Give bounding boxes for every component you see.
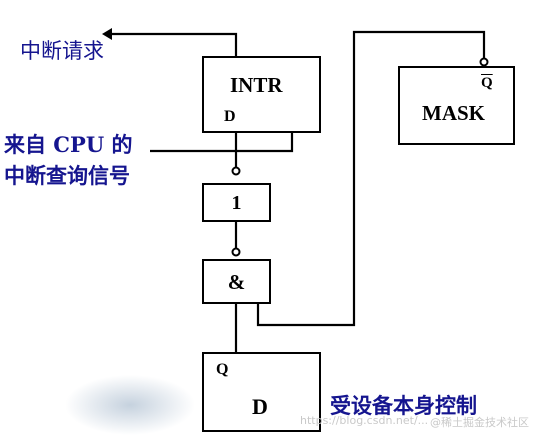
mask-label: MASK	[422, 101, 485, 125]
mask-q-port: Q	[481, 75, 493, 91]
bubble-mask-out	[479, 57, 489, 67]
intr-block: INTR D	[202, 56, 321, 133]
dff-label: D	[252, 394, 268, 419]
label-device-control: 受设备本身控制	[330, 393, 477, 418]
corner-decoration	[65, 375, 195, 435]
intr-label: INTR	[230, 73, 283, 97]
arrow-head	[102, 28, 112, 40]
label-cpu-query-line1: 来自 CPU 的	[4, 132, 133, 157]
inverter-block: 1	[202, 183, 271, 222]
dff-q-port: Q	[216, 361, 229, 378]
inverter-label: 1	[231, 192, 242, 214]
watermark-left: https://blog.csdn.net/...	[300, 414, 429, 427]
mask-block: Q MASK	[398, 66, 515, 145]
intr-d-port: D	[224, 108, 236, 125]
bubble-intr-out	[231, 166, 241, 176]
watermark-right: @稀土掘金技术社区	[430, 416, 529, 429]
and-label: &	[227, 270, 246, 294]
bubble-and-in	[231, 247, 241, 257]
wire-intr-request	[112, 32, 238, 56]
and-block: &	[202, 259, 271, 304]
label-interrupt-request: 中断请求	[20, 39, 104, 63]
wire-mask-to-and	[256, 30, 486, 327]
dff-block: Q D	[202, 352, 321, 432]
label-cpu-query-line2: 中断查询信号	[4, 163, 130, 188]
wire-cpu-query	[150, 131, 294, 153]
